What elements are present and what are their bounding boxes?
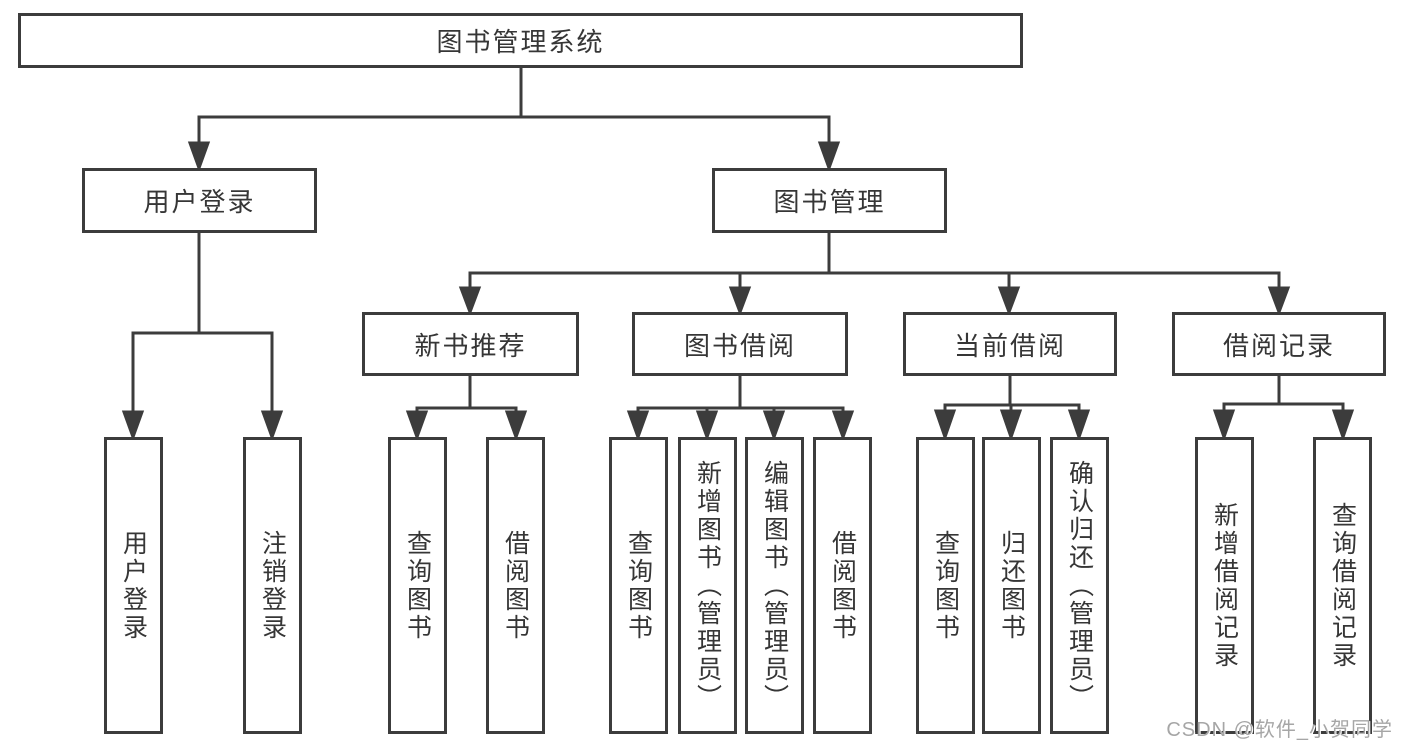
node-label: 借阅图书 — [501, 529, 530, 642]
node-label: 归还图书 — [997, 529, 1026, 642]
arrow-down-icon — [1067, 409, 1091, 442]
arrow-down-icon — [187, 141, 211, 173]
arrow-down-icon — [1267, 286, 1291, 317]
node-library-management-system: 图书管理系统 — [18, 13, 1023, 68]
node-leaf-edit-books-admin: 编辑图书（管理员） — [745, 437, 804, 734]
connector-user-login-to-leaves — [121, 233, 284, 442]
node-new-book-recommend: 新书推荐 — [362, 312, 579, 376]
connector-book-borrow-to-leaves — [626, 376, 855, 442]
connector-new-book-recommend-to-leaves — [405, 376, 528, 442]
node-leaf-logout-login: 注销登录 — [243, 437, 302, 734]
node-book-management: 图书管理 — [712, 168, 947, 233]
node-leaf-borrow-books: 借阅图书 — [813, 437, 872, 734]
arrow-down-icon — [1212, 409, 1236, 442]
node-label: 编辑图书（管理员） — [760, 459, 789, 712]
node-label: 用户登录 — [119, 529, 148, 642]
node-leaf-return-books: 归还图书 — [982, 437, 1041, 734]
node-label: 图书借阅 — [683, 330, 796, 361]
arrow-down-icon — [1331, 409, 1355, 442]
node-leaf-query-borrow-record: 查询借阅记录 — [1313, 437, 1372, 734]
arrow-down-icon — [121, 410, 145, 442]
node-leaf-query-books: 查询图书 — [388, 437, 447, 734]
arrow-down-icon — [933, 409, 957, 442]
node-leaf-add-books-admin: 新增图书（管理员） — [678, 437, 737, 734]
arrow-down-icon — [831, 410, 855, 442]
node-current-borrow: 当前借阅 — [903, 312, 1117, 376]
arrow-down-icon — [504, 410, 528, 442]
arrow-down-icon — [626, 410, 650, 442]
arrow-down-icon — [260, 410, 284, 442]
node-label: 借阅图书 — [828, 529, 857, 642]
node-label: 新增图书（管理员） — [693, 459, 722, 712]
node-label: 查询图书 — [624, 529, 653, 642]
arrow-down-icon — [458, 286, 482, 317]
node-label: 当前借阅 — [953, 330, 1066, 361]
node-label: 新增借阅记录 — [1210, 501, 1239, 670]
connector-borrow-records-to-leaves — [1212, 376, 1355, 442]
arrow-down-icon — [997, 286, 1021, 317]
arrow-down-icon — [762, 410, 786, 442]
node-label: 图书管理 — [773, 187, 886, 217]
arrow-down-icon — [817, 141, 841, 173]
node-label: 注销登录 — [258, 529, 287, 642]
arrow-down-icon — [405, 410, 429, 442]
node-leaf-query-books: 查询图书 — [916, 437, 975, 734]
csdn-watermark: CSDN @软件_小贺同学 — [1166, 719, 1393, 741]
node-label: 查询借阅记录 — [1328, 501, 1357, 670]
node-leaf-query-books: 查询图书 — [609, 437, 668, 734]
node-borrow-records: 借阅记录 — [1172, 312, 1386, 376]
connector-book-management-to-level3 — [458, 233, 1291, 317]
node-label: 确认归还（管理员） — [1065, 459, 1094, 712]
node-label: 查询图书 — [931, 529, 960, 642]
node-label: 新书推荐 — [414, 330, 527, 361]
node-label: 用户登录 — [143, 187, 256, 217]
node-leaf-confirm-return-admin: 确认归还（管理员） — [1050, 437, 1109, 734]
node-user-login: 用户登录 — [82, 168, 317, 233]
connector-root-to-level2 — [187, 67, 841, 173]
node-leaf-add-borrow-record: 新增借阅记录 — [1195, 437, 1254, 734]
arrow-down-icon — [728, 286, 752, 317]
node-book-borrow: 图书借阅 — [632, 312, 848, 376]
node-label: 查询图书 — [403, 529, 432, 642]
arrow-down-icon — [999, 409, 1023, 442]
arrow-down-icon — [695, 410, 719, 442]
node-label: 图书管理系统 — [436, 27, 605, 57]
node-leaf-borrow-books: 借阅图书 — [486, 437, 545, 734]
connector-current-borrow-to-leaves — [933, 376, 1091, 442]
node-label: 借阅记录 — [1222, 330, 1335, 361]
node-leaf-user-login: 用户登录 — [104, 437, 163, 734]
